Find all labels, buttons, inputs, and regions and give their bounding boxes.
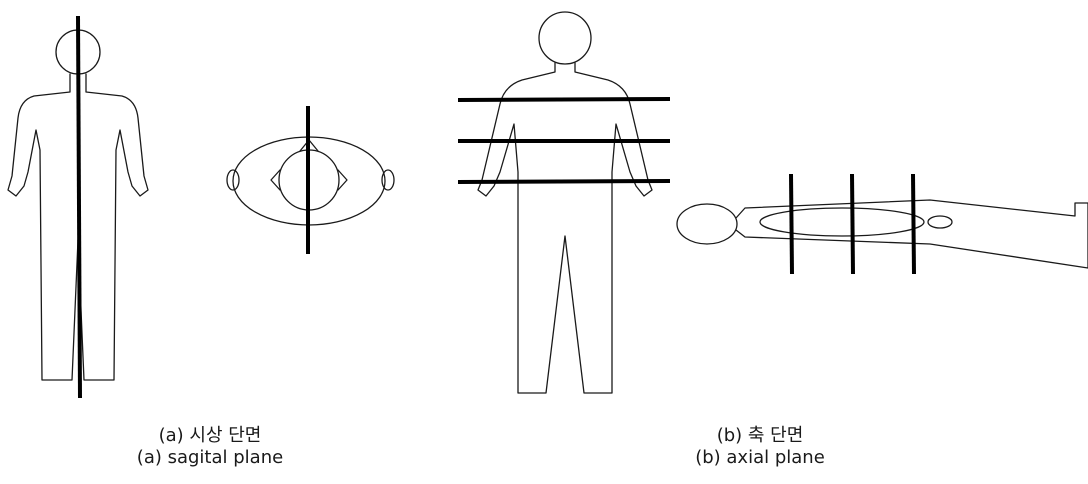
axial-lying-body	[735, 199, 1088, 269]
axial-cut-lines	[457, 97, 671, 184]
axial-lying-hands	[927, 215, 953, 229]
caption-axial-english: (b) axial plane	[695, 447, 825, 468]
sagittal-topview-ear-right	[337, 169, 348, 191]
sagittal-topview-ear-left	[270, 169, 281, 191]
axial-body-head	[538, 11, 592, 65]
axial-cut-line-lower	[457, 179, 671, 184]
axial-lying-arms	[759, 207, 925, 237]
caption-sagittal-korean: (a) 시상 단면	[158, 425, 262, 446]
axial-lying-cut-lines	[789, 173, 916, 275]
axial-lying-cut-line-2	[850, 173, 855, 275]
axial-lying-cut-line-1	[789, 173, 794, 275]
axial-lying-cut-line-3	[911, 173, 916, 275]
axial-cut-line-upper	[457, 97, 671, 102]
axial-body-outline	[477, 62, 653, 394]
axial-body-figure	[477, 11, 653, 394]
caption-axial-korean: (b) 축 단면	[716, 425, 804, 446]
caption-sagittal-english: (a) sagital plane	[136, 447, 284, 468]
sagittal-topview-figure	[226, 136, 395, 226]
caption-axial: (b) 축 단면 (b) axial plane	[650, 425, 870, 469]
sagittal-cut-line	[76, 15, 82, 399]
axial-lying-head	[676, 203, 738, 245]
sagittal-topview-hand-left	[226, 169, 240, 191]
axial-lying-figure	[676, 199, 1088, 269]
caption-sagittal: (a) 시상 단면 (a) sagital plane	[100, 425, 320, 469]
sagittal-topview-hand-right	[381, 169, 395, 191]
